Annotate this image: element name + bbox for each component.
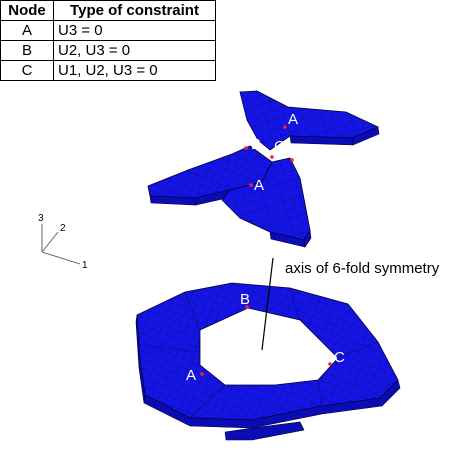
header-constraint-type: Type of constraint bbox=[53, 0, 216, 21]
table-header-row: Node Type of constraint bbox=[0, 0, 216, 21]
label-node-c: C bbox=[274, 138, 285, 155]
cell-node: C bbox=[0, 60, 54, 81]
symmetry-axis-label: axis of 6-fold symmetry bbox=[285, 260, 440, 277]
node-marker-c bbox=[270, 155, 274, 159]
label-node-a-upper: A bbox=[288, 111, 298, 128]
symmetry-axis-line bbox=[261, 257, 274, 351]
triad-label-2: 2 bbox=[60, 223, 66, 234]
label-bottom-node-b: B bbox=[240, 291, 250, 308]
coordinate-triad: 3 2 1 bbox=[38, 213, 88, 271]
node-marker-a-upper bbox=[283, 125, 287, 129]
node-marker-b-right bbox=[290, 158, 294, 162]
triad-label-1: 1 bbox=[82, 260, 88, 271]
cell-constraint: U1, U2, U3 = 0 bbox=[53, 60, 216, 81]
label-node-a-lower: A bbox=[254, 177, 264, 194]
cell-node: A bbox=[0, 20, 54, 41]
cell-constraint: U3 = 0 bbox=[53, 20, 216, 41]
bottom-mesh-model: B A C bbox=[135, 282, 401, 441]
cell-node: B bbox=[0, 40, 54, 61]
triad-label-3: 3 bbox=[38, 213, 44, 224]
node-marker-bottom-a bbox=[200, 372, 204, 376]
node-marker-bottom-b bbox=[245, 305, 249, 309]
label-node-b: B bbox=[251, 136, 261, 153]
table-row: C U1, U2, U3 = 0 bbox=[0, 60, 216, 81]
label-bottom-node-a: A bbox=[186, 367, 196, 384]
node-marker-b bbox=[244, 146, 248, 150]
header-node: Node bbox=[0, 0, 54, 21]
cell-constraint: U2, U3 = 0 bbox=[53, 40, 216, 61]
node-marker-a-lower bbox=[249, 183, 253, 187]
label-bottom-node-c: C bbox=[334, 349, 345, 366]
table-row: A U3 = 0 bbox=[0, 20, 216, 41]
top-mesh-model: A B C B A bbox=[147, 90, 380, 248]
label-node-b-right: B bbox=[288, 143, 298, 160]
constraint-table: Node Type of constraint A U3 = 0 B U2, U… bbox=[0, 0, 216, 81]
table-row: B U2, U3 = 0 bbox=[0, 40, 216, 61]
node-marker-bottom-c bbox=[328, 362, 332, 366]
